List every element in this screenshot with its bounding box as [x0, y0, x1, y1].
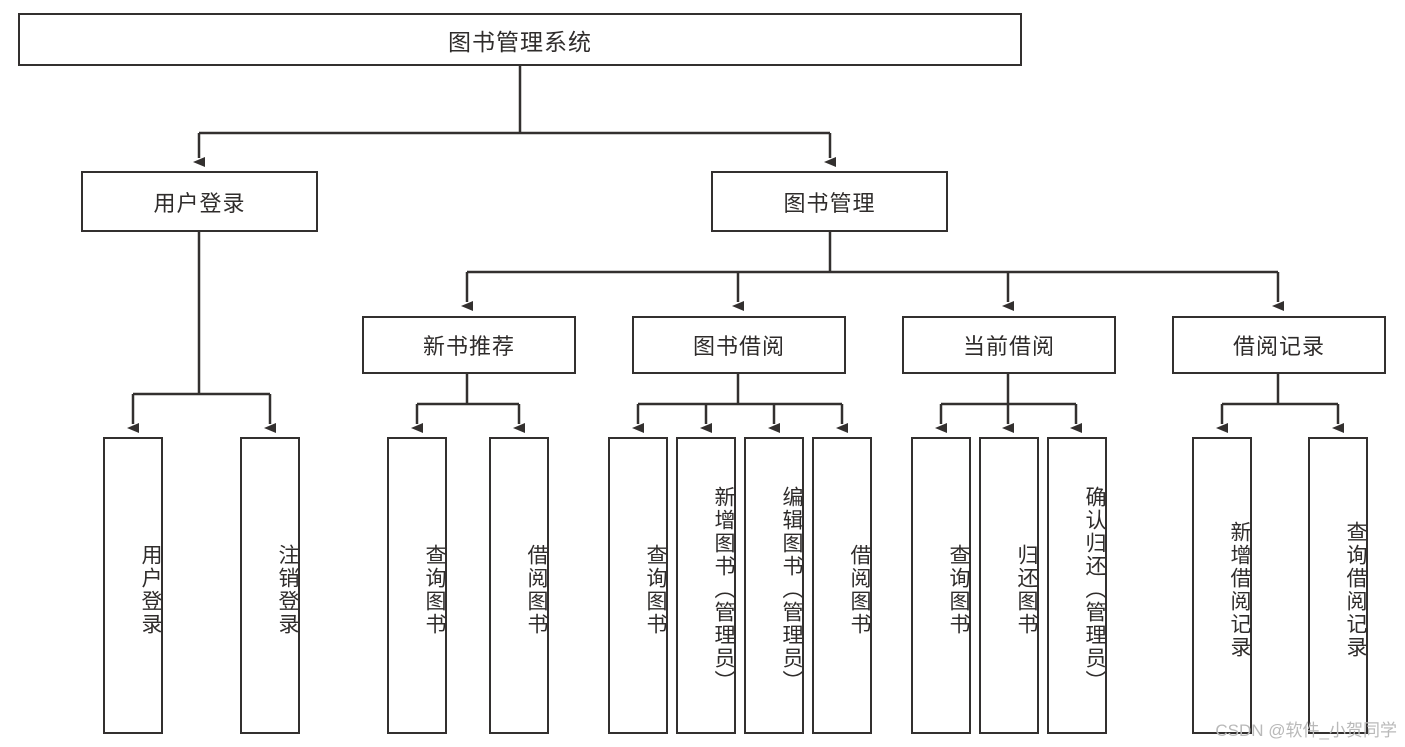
node-label: 确认归还（管理员） — [1083, 486, 1106, 693]
node-label: 图书管理 — [783, 190, 876, 216]
leaf-recommend-borrow-book[interactable]: 借阅图书 — [489, 437, 549, 734]
node-label: 图书借阅 — [692, 334, 785, 359]
node-borrow-record[interactable]: 借阅记录 — [1172, 316, 1386, 374]
leaf-recommend-query-book[interactable]: 查询图书 — [387, 437, 447, 734]
node-book-management[interactable]: 图书管理 — [711, 171, 948, 232]
node-label: 新书推荐 — [422, 334, 515, 359]
node-new-book-recommend[interactable]: 新书推荐 — [362, 316, 576, 374]
leaf-user-login-login[interactable]: 用户登录 — [103, 437, 163, 734]
node-label: 当前借阅 — [962, 334, 1055, 359]
node-label: 用户登录 — [153, 190, 246, 216]
node-label: 借阅记录 — [1232, 334, 1325, 359]
node-label: 归还图书 — [1015, 543, 1038, 636]
node-label: 查询图书 — [644, 543, 667, 636]
node-label: 借阅图书 — [848, 543, 871, 636]
leaf-current-confirm-return-admin[interactable]: 确认归还（管理员） — [1047, 437, 1107, 734]
node-label: 用户登录 — [139, 543, 162, 636]
leaf-current-return-book[interactable]: 归还图书 — [979, 437, 1039, 734]
node-label: 查询借阅记录 — [1344, 520, 1367, 659]
node-label: 查询图书 — [947, 543, 970, 636]
node-current-borrow[interactable]: 当前借阅 — [902, 316, 1116, 374]
node-book-borrow[interactable]: 图书借阅 — [632, 316, 846, 374]
leaf-user-login-logout[interactable]: 注销登录 — [240, 437, 300, 734]
node-label: 编辑图书（管理员） — [780, 486, 803, 693]
leaf-borrow-add-book-admin[interactable]: 新增图书（管理员） — [676, 437, 736, 734]
node-label: 查询图书 — [423, 543, 446, 636]
leaf-record-query-record[interactable]: 查询借阅记录 — [1308, 437, 1368, 734]
leaf-current-query-book[interactable]: 查询图书 — [911, 437, 971, 734]
leaf-borrow-edit-book-admin[interactable]: 编辑图书（管理员） — [744, 437, 804, 734]
node-label: 新增图书（管理员） — [712, 486, 735, 693]
leaf-borrow-query-book[interactable]: 查询图书 — [608, 437, 668, 734]
leaf-borrow-borrow-book[interactable]: 借阅图书 — [812, 437, 872, 734]
node-label: 图书管理系统 — [448, 28, 592, 55]
node-label: 新增借阅记录 — [1228, 520, 1251, 659]
leaf-record-add-record[interactable]: 新增借阅记录 — [1192, 437, 1252, 734]
node-label: 注销登录 — [276, 543, 299, 636]
node-root-system[interactable]: 图书管理系统 — [18, 13, 1022, 66]
watermark-text: CSDN @软件_小贺同学 — [1215, 721, 1397, 740]
node-user-login[interactable]: 用户登录 — [81, 171, 318, 232]
node-label: 借阅图书 — [525, 543, 548, 636]
